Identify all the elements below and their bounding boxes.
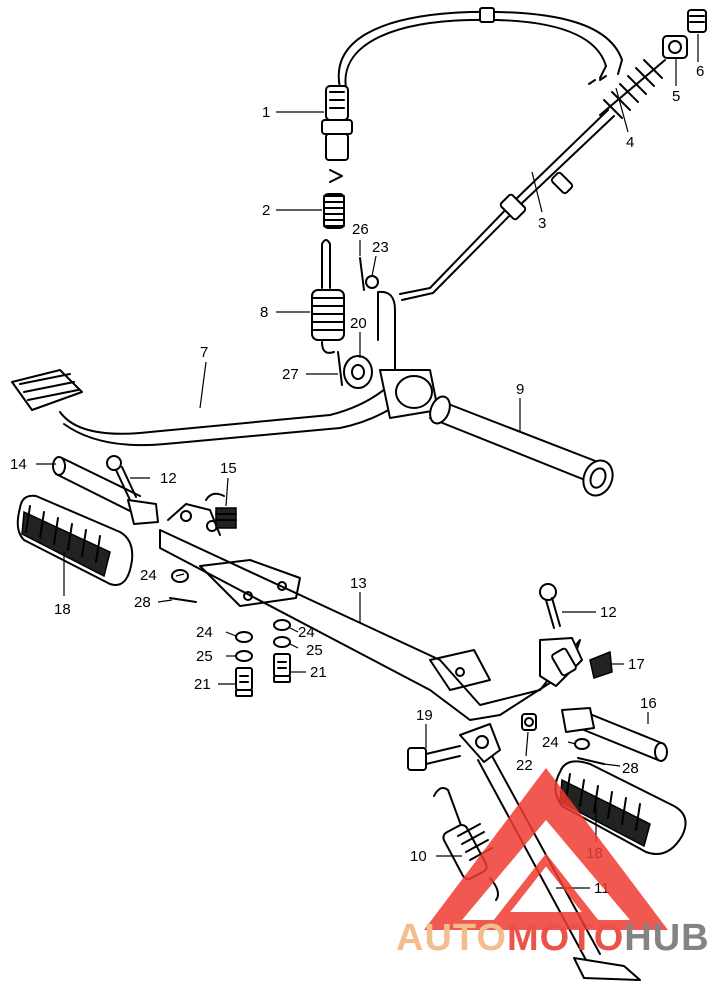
pedal-shaft (429, 395, 614, 497)
callout-20: 20 (350, 315, 367, 332)
callout-17: 17 (628, 656, 645, 673)
footrest-pipe-14 (52, 456, 141, 513)
callout-13: 13 (350, 575, 367, 592)
callout-24c: 24 (298, 624, 315, 641)
svg-text:AUTOMOTOHUB: AUTOMOTOHUB (396, 917, 710, 959)
pin-28b (577, 757, 605, 765)
adjust-cap (687, 9, 707, 33)
callout-24d: 24 (542, 734, 559, 751)
callout-14: 14 (10, 456, 27, 473)
callout-21b: 21 (310, 664, 327, 681)
callout-8: 8 (260, 304, 268, 321)
callout-1: 1 (262, 104, 270, 121)
callout-21a: 21 (194, 676, 211, 693)
washer-20 (343, 355, 373, 389)
footrest-bar-13 (159, 503, 583, 721)
callout-24b: 24 (196, 624, 213, 641)
stand-bolt-19 (407, 745, 461, 771)
callout-28b: 28 (622, 760, 639, 777)
washer-25b (273, 636, 291, 648)
footrest-pipe-16 (561, 707, 668, 762)
callout-26: 26 (352, 221, 369, 238)
adjuster-spring-rod (599, 59, 666, 119)
footrest-rubber-18b (554, 760, 687, 855)
return-spring (311, 239, 345, 354)
watermark-logo: AUTOMOTOHUB (396, 768, 710, 959)
washer-24a (171, 569, 189, 583)
spring-hook-17 (589, 650, 613, 679)
callout-28a: 28 (134, 594, 151, 611)
washer-24b (235, 631, 253, 643)
callout-4: 4 (626, 134, 634, 151)
callout-16: 16 (640, 695, 657, 712)
watermark-text-moto: MOTO (507, 917, 624, 959)
watermark-triangle-icon (424, 768, 668, 930)
adjust-nut (662, 35, 688, 59)
callout-25a: 25 (196, 648, 213, 665)
callout-15: 15 (220, 460, 237, 477)
watermark-text-hub: HUB (624, 917, 709, 959)
bolt-21b (273, 653, 291, 683)
washer-24d (574, 738, 590, 750)
cotter-pin-27 (337, 351, 343, 386)
leader-lines (36, 34, 699, 889)
callout-5: 5 (672, 88, 680, 105)
callout-6: 6 (696, 63, 704, 80)
callout-22: 22 (516, 757, 533, 774)
footrest-pin-12a (106, 455, 159, 525)
callout-7: 7 (200, 344, 208, 361)
cotter-pin-26 (359, 257, 365, 291)
washer-23 (365, 275, 379, 289)
callout-9: 9 (516, 381, 524, 398)
callout-12a: 12 (160, 470, 177, 487)
brake-cable-assembly (337, 7, 623, 89)
callout-2: 2 (262, 202, 270, 219)
washer-24c (273, 619, 291, 631)
callout-18a: 18 (54, 601, 71, 618)
callout-labels: 1 2 3 4 5 6 7 8 9 10 11 12 12 13 14 15 1… (10, 63, 704, 897)
stop-switch (321, 85, 353, 161)
washer-25a (235, 650, 253, 662)
brake-pedal (11, 290, 439, 447)
pin-28a (169, 597, 197, 603)
footrest-rubber-18a (16, 494, 134, 586)
footrest-pin-12b (539, 583, 561, 629)
callout-12b: 12 (600, 604, 617, 621)
callout-27: 27 (282, 366, 299, 383)
switch-spring (323, 169, 345, 229)
callout-19: 19 (416, 707, 433, 724)
callout-24a: 24 (140, 567, 157, 584)
nut-22 (521, 713, 537, 731)
spring-hook-15 (205, 492, 237, 529)
callout-25b: 25 (306, 642, 323, 659)
callout-23: 23 (372, 239, 389, 256)
callout-10: 10 (410, 848, 427, 865)
callout-3: 3 (538, 215, 546, 232)
watermark-inner-triangle-icon (493, 853, 599, 920)
brake-rod (399, 109, 615, 301)
bolt-21a (235, 667, 253, 697)
watermark-text-auto: AUTO (396, 917, 507, 959)
